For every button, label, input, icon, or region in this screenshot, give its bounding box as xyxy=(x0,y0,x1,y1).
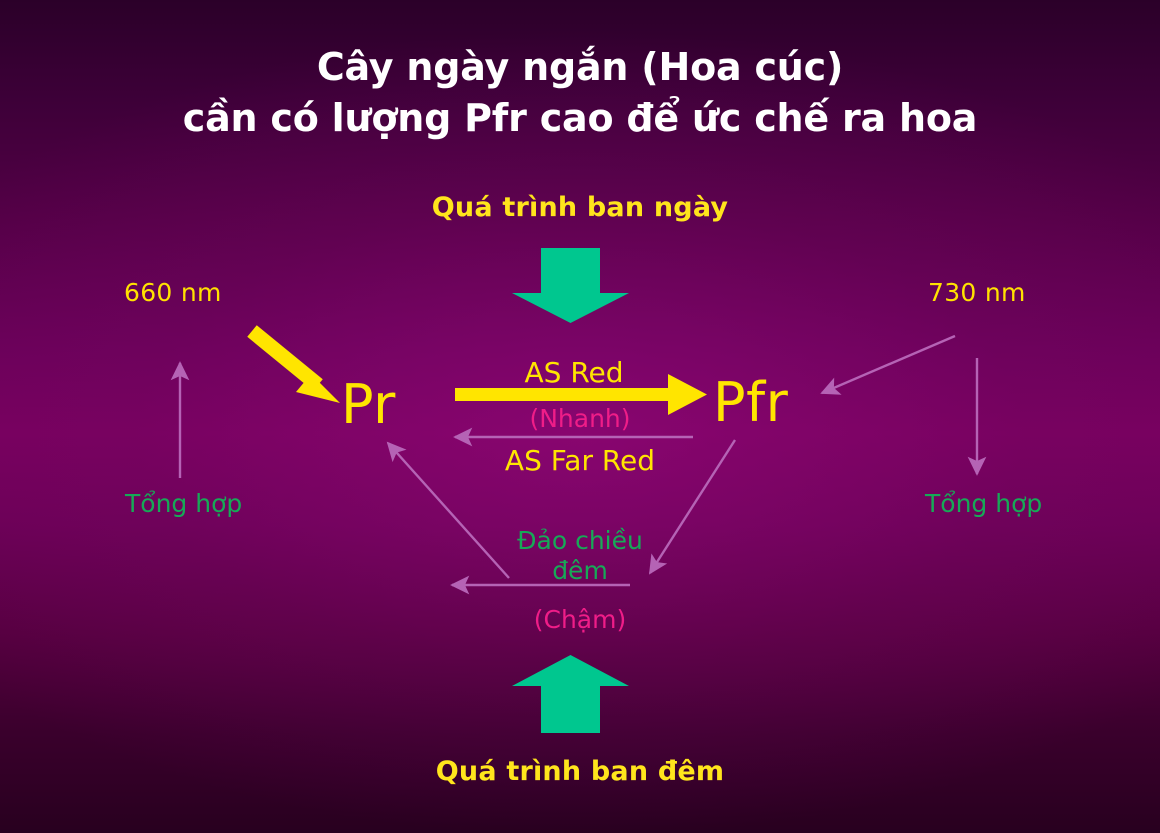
forward-reaction-speed-label: (Nhanh) xyxy=(529,404,631,433)
synthesis-right-label: Tổng hợp xyxy=(925,489,1043,518)
slide-title-line-2: cần có lượng Pfr cao để ức chế ra hoa xyxy=(182,95,978,140)
dark-reversion-speed-label: (Chậm) xyxy=(533,605,627,634)
reverse-reaction-label: AS Far Red xyxy=(504,444,656,477)
dark-reversion-line-1: Đảo chiều xyxy=(517,526,643,555)
night-block-arrow-icon xyxy=(512,655,629,733)
dark-reversion-label: Đảo chiều đêm xyxy=(0,526,1160,585)
night-phase-label: Quá trình ban đêm xyxy=(435,756,725,787)
dark-reversion-line-2: đêm xyxy=(552,555,608,585)
pigment-pfr-label: Pfr xyxy=(713,371,789,434)
wavelength-660-label: 660 nm xyxy=(124,278,222,307)
pigment-pr-label: Pr xyxy=(341,373,396,436)
day-phase-label: Quá trình ban ngày xyxy=(431,192,729,223)
slide-title-line-1: Cây ngày ngắn (Hoa cúc) xyxy=(316,45,844,89)
slide-title: Cây ngày ngắn (Hoa cúc) cần có lượng Pfr… xyxy=(0,42,1160,144)
synthesis-left-label: Tổng hợp xyxy=(125,489,243,518)
wavelength-730-label: 730 nm xyxy=(928,278,1026,307)
day-block-arrow-icon xyxy=(512,248,629,323)
forward-reaction-label: AS Red xyxy=(524,356,624,389)
